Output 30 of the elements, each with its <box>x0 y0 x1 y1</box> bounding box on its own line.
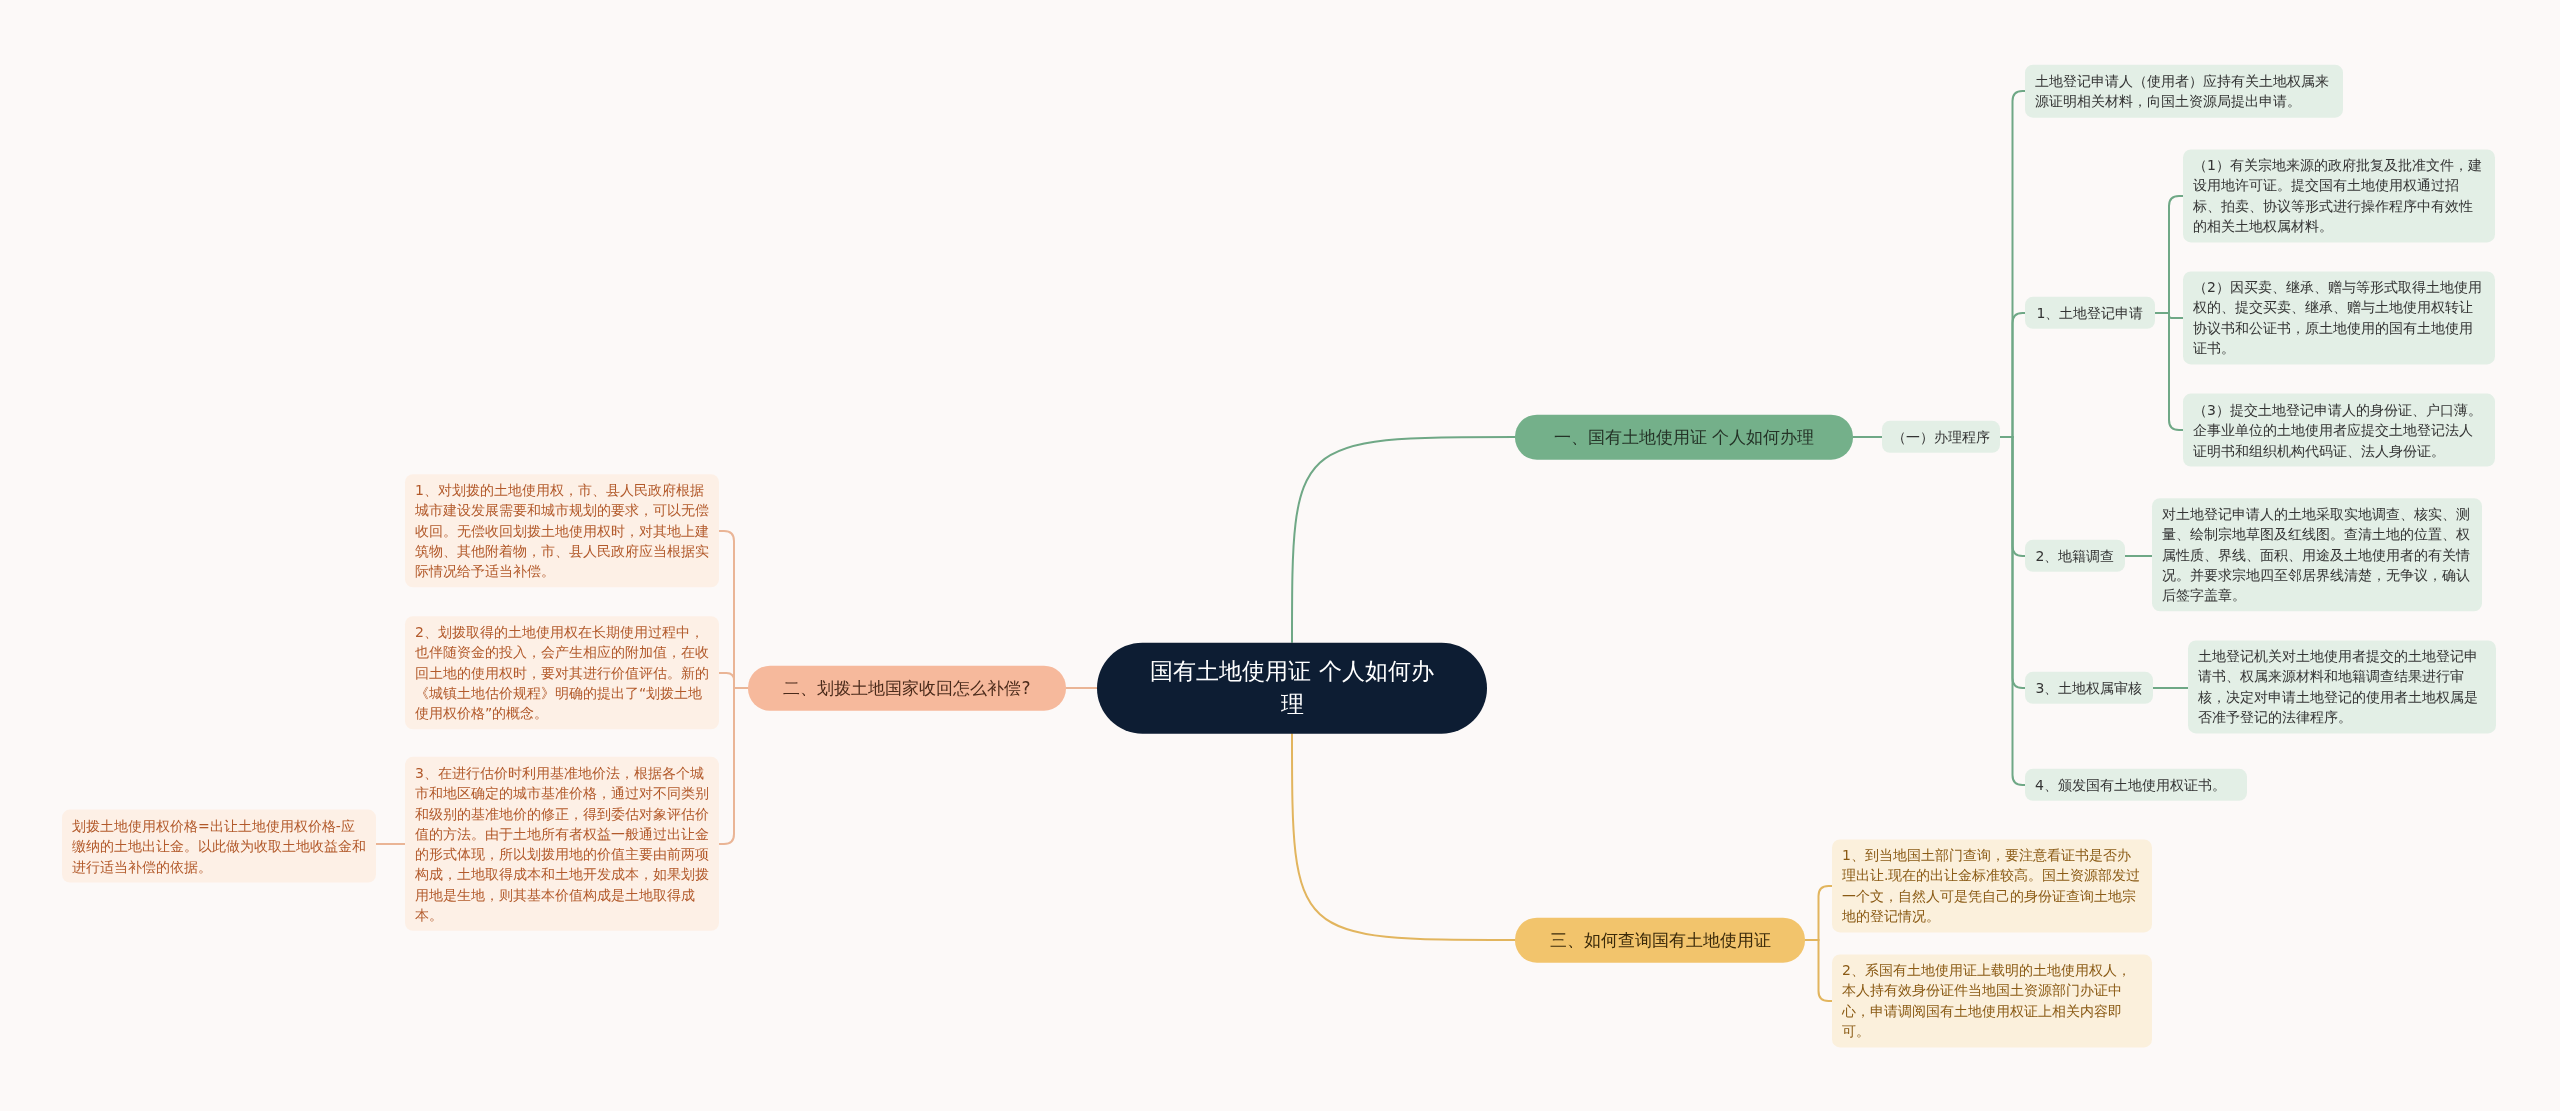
connector-line <box>1852 436 1883 438</box>
connector-line <box>2152 687 2189 689</box>
subtopic-box: （一）办理程序 <box>1882 420 2000 454</box>
central-topic: 国有土地使用证 个人如何办理 <box>1097 642 1487 734</box>
subtopic-box: 3、土地权属审核 <box>2025 671 2153 705</box>
connector-line <box>375 843 406 845</box>
connector-line <box>2124 555 2153 557</box>
detail-box: 2、系国有土地使用证上载明的土地使用权人，本人持有效身份证件当地国土资源部门办证中心，申请调阅国有土地使用权证上相关内容即可。 <box>1832 954 2152 1048</box>
connector-line <box>1065 687 1098 689</box>
connector-line <box>1999 436 2026 786</box>
subtopic-box: 1、土地登记申请 <box>2025 296 2155 330</box>
detail-box: 对土地登记申请人的土地采取实地调查、核实、测量、绘制宗地草图及红线图。查清土地的位置、权属性质、界线、面积、用途及土地使用者的有关情况。并要求宗地四至邻居界线清楚，无争议，确认后签字盖章。 <box>2152 498 2482 612</box>
detail-box: 划拨土地使用权价格=出让土地使用权价格-应缴纳的土地出让金。以此做为收取土地收益金和进行适当补偿的依据。 <box>62 809 376 883</box>
detail-box: 2、划拨取得的土地使用权在长期使用过程中，也伴随资金的投入，会产生相应的附加值，在收回土地的使用权时，要对其进行价值评估。新的《城镇土地估价规程》明确的提出了“划拨土地使用权价格”的概念。 <box>405 616 719 730</box>
connector-line <box>1291 436 1516 644</box>
detail-box: （2）因买卖、继承、赠与等形式取得土地使用权的、提交买卖、继承、赠与土地使用权转让协议书和公证书，原土地使用的国有土地使用证书。 <box>2183 271 2495 365</box>
detail-box: （1）有关宗地来源的政府批复及批准文件，建设用地许可证。提交国有土地使用权通过招标、拍卖、协议等形式进行操作程序中有效性的相关土地权属材料。 <box>2183 149 2495 243</box>
branch-topic: 二、划拨土地国家收回怎么补偿? <box>748 665 1066 711</box>
branch-topic: 三、如何查询国有土地使用证 <box>1515 917 1805 963</box>
connector-line <box>2154 312 2184 431</box>
detail-box: 土地登记申请人（使用者）应持有关土地权属来源证明相关材料，向国土资源局提出申请。 <box>2025 64 2343 118</box>
connector-line <box>1291 732 1516 941</box>
branch-topic: 一、国有土地使用证 个人如何办理 <box>1515 414 1853 460</box>
detail-box: 土地登记机关对土地使用者提交的土地登记申请书、权属来源材料和地籍调查结果进行审核，决定对申请土地登记的使用者土地权属是否准予登记的法律程序。 <box>2188 640 2496 734</box>
detail-box: 1、对划拨的土地使用权，市、县人民政府根据城市建设发展需要和城市规划的要求，可以无偿收回。无偿收回划拨土地使用权时，对其地上建筑物、其他附着物，市、县人民政府应当根据实际情况给予适当补偿。 <box>405 474 719 588</box>
detail-box: （3）提交土地登记申请人的身份证、户口薄。企事业单位的土地使用者应提交土地登记法人证明书和组织机构代码证、法人身份证。 <box>2183 393 2495 467</box>
subtopic-box: 2、地籍调查 <box>2025 539 2125 573</box>
subtopic-box: 4、颁发国有土地使用权证书。 <box>2025 768 2247 802</box>
detail-box: 1、到当地国土部门查询，要注意看证书是否办理出让.现在的出让金标准较高。国土资源部发过一个文，自然人可是凭自己的身份证查询土地宗地的登记情况。 <box>1832 839 2152 933</box>
detail-box: 3、在进行估价时利用基准地价法，根据各个城市和地区确定的城市基准价格，通过对不同类别和级别的基准地价的修正，得到委估对象评估价值的方法。由于土地所有者权益一般通过出让金的形式体现，所以划拨用地的价值主要由前两项构成，土地取得成本和土地开发成本，如果划拨用地是生地，则其基本价值构成是土地取得成本。 <box>405 756 719 932</box>
